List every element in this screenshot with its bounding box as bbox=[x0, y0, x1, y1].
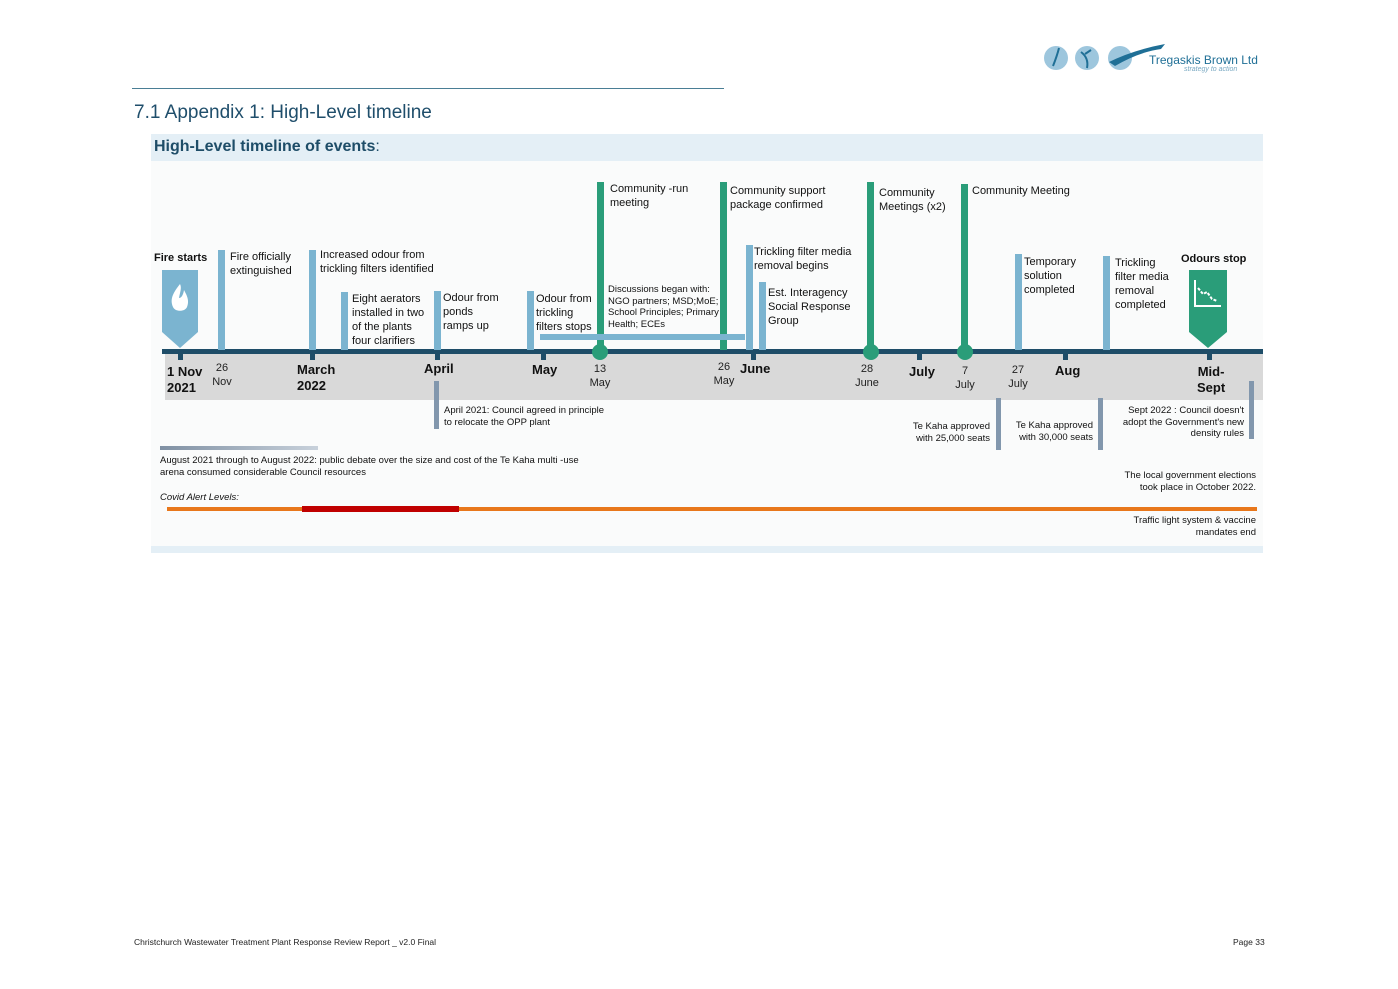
event-increased-odour: Increased odour from trickling filters i… bbox=[320, 249, 434, 275]
timeline-axis bbox=[162, 349, 1263, 354]
day-july7: 7 July bbox=[955, 365, 975, 391]
logo-tagline: strategy to action bbox=[1184, 66, 1238, 73]
event-interagency: Est. Interagency Social Response Group bbox=[768, 287, 851, 327]
logo-mark-icon bbox=[1044, 44, 1165, 70]
note-tekaha30: Te Kaha approved with 30,000 seats bbox=[1015, 420, 1093, 443]
month-midsept: Mid- Sept bbox=[1197, 364, 1226, 395]
day-july27: 27 July bbox=[1008, 364, 1028, 390]
dot-june28 bbox=[863, 344, 879, 360]
stem-extinguished bbox=[218, 250, 225, 350]
tick-nov bbox=[178, 351, 183, 360]
tick-june bbox=[751, 351, 756, 360]
tick-july bbox=[917, 351, 922, 360]
dot-may13 bbox=[592, 344, 608, 360]
stem-odour-trickling bbox=[527, 291, 534, 350]
tick-april bbox=[435, 351, 440, 360]
footer-page-number: Page 33 bbox=[1233, 937, 1265, 947]
stem-community-meetings-x2 bbox=[867, 182, 874, 350]
odours-stop-label: Odours stop bbox=[1181, 253, 1247, 265]
tick-may bbox=[541, 351, 546, 360]
event-temporary-solution: Temporary solution completed bbox=[1024, 256, 1076, 296]
event-community-meeting: Community Meeting bbox=[972, 185, 1070, 197]
stem-increased-odour bbox=[309, 250, 316, 350]
event-discussions: Discussions began with: NGO partners; MS… bbox=[608, 284, 719, 330]
section-title: 7.1 Appendix 1: High-Level timeline bbox=[134, 102, 432, 123]
day-nov26: 26 Nov bbox=[212, 362, 232, 388]
stem-trickling-removal bbox=[746, 245, 753, 350]
stem-odour-ponds bbox=[434, 291, 441, 350]
month-nov-2021: 1 Nov 2021 bbox=[167, 364, 203, 395]
event-community-meetings-x2: Community Meetings (x2) bbox=[879, 187, 946, 213]
timeline-panel-header bbox=[151, 134, 1263, 161]
tick-midsept bbox=[1207, 351, 1212, 360]
stem-sept2022 bbox=[1249, 381, 1254, 439]
covid-bar-red bbox=[302, 506, 459, 512]
header-rule bbox=[132, 88, 724, 89]
covid-bar-orange-1 bbox=[167, 507, 302, 511]
panel-title-text: High-Level timeline of events bbox=[154, 138, 376, 155]
event-trickling-removal: Trickling filter media removal begins bbox=[754, 246, 852, 272]
stem-aerators bbox=[341, 292, 348, 350]
day-may13: 13 May bbox=[589, 363, 611, 389]
month-march-2022: March 2022 bbox=[297, 362, 336, 393]
month-april: April bbox=[424, 361, 454, 376]
company-logo bbox=[1043, 40, 1243, 80]
stem-april2021 bbox=[434, 381, 439, 429]
day-may26: 26 May bbox=[713, 361, 735, 387]
stem-support-package bbox=[720, 182, 727, 350]
fire-marker-icon bbox=[162, 270, 198, 348]
logo-name: Tregaskis Brown Ltd bbox=[1149, 53, 1258, 67]
timeline-panel-title: High-Level timeline of events: bbox=[154, 138, 380, 156]
stem-interagency bbox=[759, 282, 766, 350]
note-public-debate: August 2021 through to August 2022: publ… bbox=[160, 455, 579, 478]
tick-aug bbox=[1063, 351, 1068, 360]
event-odour-trickling: Odour from trickling filters stops bbox=[536, 293, 592, 333]
event-aerators: Eight aerators installed in two of the p… bbox=[352, 293, 425, 347]
month-aug: Aug bbox=[1055, 363, 1081, 378]
event-odour-ponds: Odour from ponds ramps up bbox=[443, 292, 499, 332]
month-may: May bbox=[532, 362, 558, 377]
note-traffic-light: Traffic light system & vaccine mandates … bbox=[1133, 515, 1256, 538]
panel-title-colon: : bbox=[375, 138, 380, 155]
covid-bar-orange-2 bbox=[459, 507, 1257, 511]
timeline-panel-footer bbox=[151, 546, 1263, 553]
month-june: June bbox=[740, 361, 771, 376]
odours-stop-chart-icon bbox=[1189, 270, 1227, 348]
covid-label: Covid Alert Levels: bbox=[160, 492, 239, 503]
event-extinguished: Fire officially extinguished bbox=[230, 251, 292, 277]
note-sept2022: Sept 2022 : Council doesn't adopt the Go… bbox=[1122, 405, 1244, 439]
trickling-period-bar bbox=[540, 334, 745, 340]
stem-temporary-solution bbox=[1015, 254, 1022, 350]
fire-starts-label: Fire starts bbox=[154, 252, 208, 264]
stem-tekaha30 bbox=[1098, 398, 1103, 450]
month-july: July bbox=[909, 364, 936, 379]
event-community-run: Community -run meeting bbox=[610, 183, 689, 209]
stem-tekaha25 bbox=[996, 398, 1001, 450]
note-elections: The local government elections took plac… bbox=[1124, 470, 1257, 493]
dot-july7 bbox=[957, 344, 973, 360]
timeline-date-band bbox=[165, 352, 1263, 400]
event-support-package: Community support package confirmed bbox=[730, 185, 826, 211]
stem-community-run bbox=[597, 182, 604, 350]
public-debate-bar bbox=[160, 446, 318, 450]
tick-march bbox=[310, 351, 315, 360]
note-tekaha25: Te Kaha approved with 25,000 seats bbox=[912, 421, 990, 444]
stem-community-meeting bbox=[961, 184, 968, 350]
footer-report-title: Christchurch Wastewater Treatment Plant … bbox=[134, 937, 437, 947]
note-april2021: April 2021: Council agreed in principle … bbox=[444, 405, 605, 428]
stem-removal-completed bbox=[1103, 256, 1110, 350]
event-removal-completed: Trickling filter media removal completed bbox=[1115, 257, 1169, 311]
day-june28: 28 June bbox=[855, 363, 879, 389]
timeline-panel bbox=[151, 134, 1263, 553]
